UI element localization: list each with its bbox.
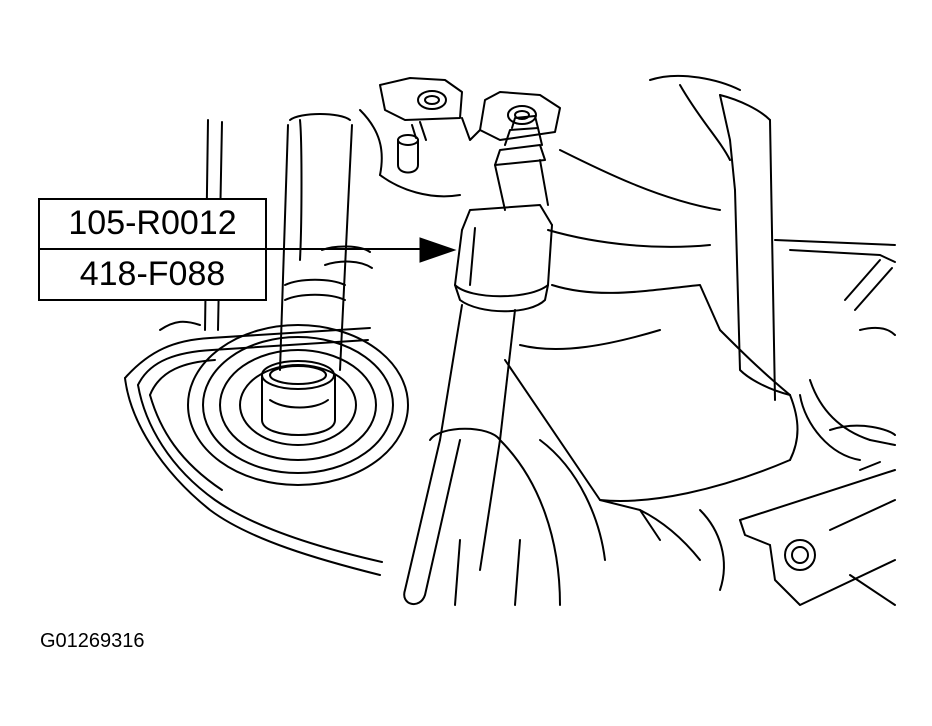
shield-plate bbox=[504, 94, 799, 502]
lower-bracket bbox=[699, 469, 896, 606]
boot-seal bbox=[187, 324, 409, 486]
housing-outline bbox=[124, 119, 383, 576]
main-tube bbox=[403, 304, 516, 605]
part-number-label: 418-F088 bbox=[79, 254, 226, 293]
arrow-pointer bbox=[419, 237, 457, 263]
figure-id-label: G01269316 bbox=[40, 630, 145, 652]
upper-bracket bbox=[359, 77, 561, 198]
shaft bbox=[279, 113, 373, 371]
lower-body bbox=[454, 439, 701, 606]
callout-leader bbox=[267, 237, 457, 263]
tool-number-label: 105-R0012 bbox=[40, 200, 265, 250]
connector-fitting bbox=[454, 115, 553, 313]
stud bbox=[397, 121, 427, 174]
callout-box: 105-R0012 418-F088 bbox=[38, 198, 267, 301]
right-structure bbox=[649, 74, 896, 471]
